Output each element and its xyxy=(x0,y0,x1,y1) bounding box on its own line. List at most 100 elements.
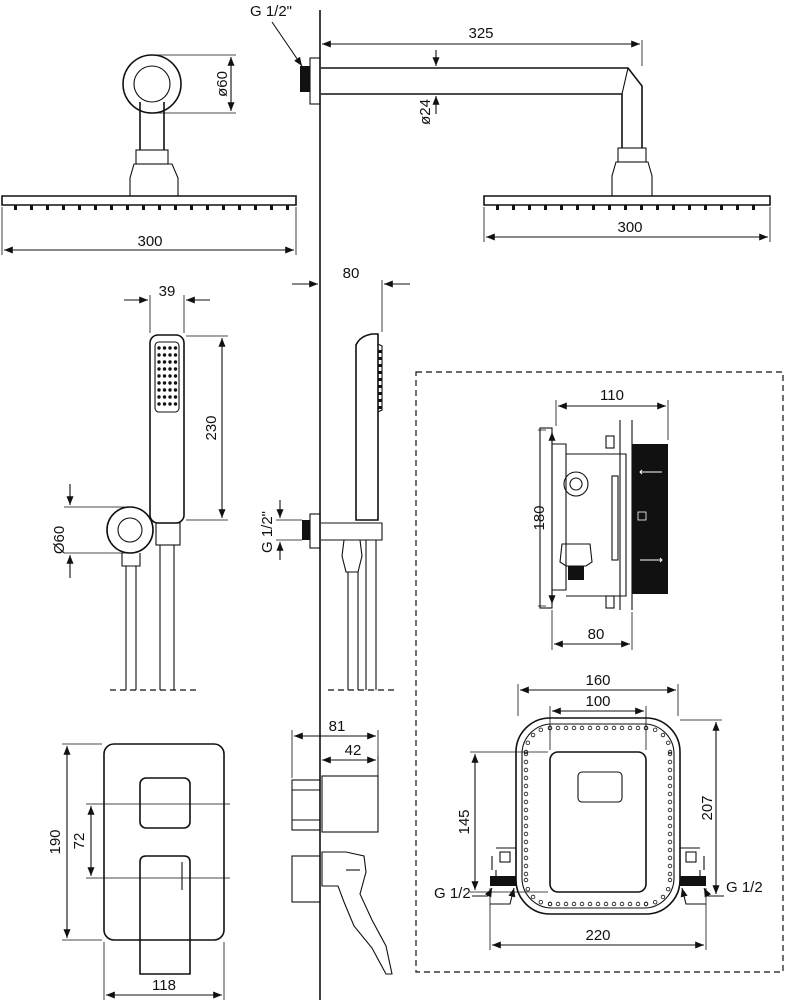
frame-dot xyxy=(667,877,673,883)
frame-dot xyxy=(667,751,673,757)
spray-hole xyxy=(162,367,167,371)
holder-diameter-label: ø60 xyxy=(214,71,231,97)
spray-hole xyxy=(157,374,161,378)
spray-hole xyxy=(168,381,172,385)
frame-dot xyxy=(667,807,673,813)
frame-dot xyxy=(667,767,673,773)
spray-hole xyxy=(378,392,382,395)
spray-hole xyxy=(157,388,161,392)
frame-dot xyxy=(667,839,673,845)
frame-dot xyxy=(660,894,666,900)
plate-width-label: 100 xyxy=(585,693,610,710)
frame-dot xyxy=(523,863,529,869)
spray-hole xyxy=(168,388,172,392)
spray-hole xyxy=(157,353,161,357)
mixer-side-view: 81 42 xyxy=(291,718,393,975)
spray-hole xyxy=(168,346,172,350)
spray-hole xyxy=(173,381,178,385)
frame-dot xyxy=(652,899,658,905)
nozzle-mark xyxy=(190,205,193,210)
frame-dot xyxy=(635,901,641,907)
nozzle-mark xyxy=(254,205,257,210)
spray-hole xyxy=(168,374,172,378)
nozzle-mark xyxy=(544,205,547,210)
spray-hole xyxy=(162,395,167,399)
frame-dot xyxy=(667,749,673,755)
nozzle-mark xyxy=(672,205,675,210)
frame-dot xyxy=(538,727,544,733)
concealed-box-region: 110 180 80 160 100 207 xyxy=(415,371,784,973)
spray-hole xyxy=(173,360,178,364)
box-depth-label: 80 xyxy=(588,626,605,643)
frame-dot xyxy=(523,855,529,861)
mixer-front-view: 190 72 118 xyxy=(47,743,230,1000)
nozzle-mark xyxy=(142,205,145,210)
frame-dot xyxy=(523,831,529,837)
spray-hole xyxy=(168,402,172,406)
nozzle-mark xyxy=(624,205,627,210)
nozzle-mark xyxy=(286,205,289,210)
spray-hole xyxy=(173,367,178,371)
plate-height-label: 145 xyxy=(456,809,473,834)
spray-hole xyxy=(162,374,167,378)
frame-dot xyxy=(619,725,625,731)
spray-hole xyxy=(378,364,382,367)
frame-dot xyxy=(643,901,649,907)
mixer-width-label: 118 xyxy=(152,977,176,994)
frame-dot xyxy=(547,901,553,907)
thread-top-label: G 1/2" xyxy=(250,3,292,20)
nozzle-mark xyxy=(62,205,65,210)
spray-hole xyxy=(168,367,172,371)
frame-dot xyxy=(555,725,561,731)
arm-length-label: 325 xyxy=(468,25,493,42)
nozzle-mark xyxy=(158,205,161,210)
hand-shower-front-view: 39 230 Ø60 xyxy=(51,283,228,691)
spray-hole xyxy=(162,381,167,385)
hand-offset-label: 80 xyxy=(343,265,360,282)
spray-hole xyxy=(168,395,172,399)
nozzle-mark xyxy=(512,205,515,210)
nozzle-mark xyxy=(174,205,177,210)
frame-dot xyxy=(667,783,673,789)
spray-hole xyxy=(378,357,382,360)
nozzle-mark xyxy=(608,205,611,210)
spray-hole xyxy=(157,360,161,364)
frame-dot xyxy=(587,901,593,907)
head-left-width-label: 300 xyxy=(137,233,162,250)
frame-dot xyxy=(525,886,531,892)
nozzle-mark xyxy=(688,205,691,210)
box-height-label: 180 xyxy=(531,505,548,530)
frame-dot xyxy=(563,725,569,731)
spray-hole xyxy=(157,346,161,350)
nozzle-mark xyxy=(752,205,755,210)
frame-dot xyxy=(579,901,585,907)
nozzle-mark xyxy=(46,205,49,210)
frame-dot xyxy=(563,901,569,907)
frame-dot xyxy=(523,807,529,813)
spray-hole xyxy=(168,360,172,364)
frame-dot xyxy=(523,847,529,853)
frame-dot xyxy=(667,863,673,869)
frame-dot xyxy=(627,901,633,907)
frame-dot xyxy=(538,899,544,905)
nozzle-mark xyxy=(592,205,595,210)
nozzle-mark xyxy=(206,205,209,210)
frame-dot xyxy=(595,725,601,731)
spray-hole xyxy=(173,402,178,406)
arm-diameter-label: ø24 xyxy=(417,99,434,125)
spray-hole xyxy=(173,374,178,378)
thread-right-label: G 1/2 xyxy=(726,879,763,896)
nozzle-mark xyxy=(736,205,739,210)
nozzle-mark xyxy=(222,205,225,210)
frame-dot xyxy=(635,725,641,731)
frame-dot xyxy=(667,799,673,805)
frame-dot xyxy=(530,894,536,900)
spray-hole xyxy=(157,402,161,406)
frame-dot xyxy=(660,732,666,738)
frame-dot xyxy=(523,877,529,883)
box-width-label: 110 xyxy=(600,387,624,404)
nozzle-mark xyxy=(110,205,113,210)
frame-dot xyxy=(571,725,577,731)
mixer-depth-label: 81 xyxy=(329,718,346,735)
shower-head-front-view: ø60 300 xyxy=(1,54,297,255)
